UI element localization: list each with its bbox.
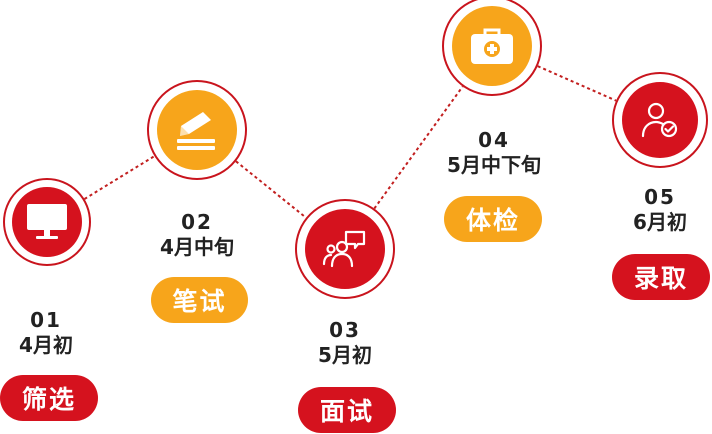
step-5-number: 05 (644, 185, 676, 209)
step-4-number: 04 (478, 128, 510, 152)
step-5-node (612, 72, 708, 168)
step-4-info: 04 5月中下旬 (414, 128, 574, 178)
step-3-date: 5月初 (318, 343, 372, 367)
step-4-node (442, 0, 542, 96)
pen-writing-icon (177, 112, 215, 150)
step-2-label-badge: 笔试 (151, 277, 248, 323)
step-1-label-badge: 筛选 (0, 375, 98, 421)
step-2-info: 02 4月中旬 (117, 210, 277, 260)
step-2-node (147, 80, 247, 180)
step-4-core (452, 6, 532, 86)
step-5-date: 6月初 (633, 210, 687, 234)
step-4-date: 5月中下旬 (447, 153, 541, 177)
connector-1-2 (83, 155, 155, 200)
step-3-info: 03 5月初 (265, 318, 425, 368)
step-5-label-badge: 录取 (612, 254, 710, 300)
group-chat-icon (322, 230, 366, 268)
user-check-icon (641, 102, 678, 138)
step-1-node (3, 178, 91, 266)
step-1-number: 01 (30, 308, 62, 332)
connector-4-5 (537, 65, 617, 102)
step-2-number: 02 (181, 210, 213, 234)
connector-2-3 (235, 160, 307, 219)
step-1-date: 4月初 (19, 333, 73, 357)
step-5-core (622, 82, 698, 158)
step-4-label-badge: 体检 (444, 196, 542, 242)
monitor-icon (27, 204, 67, 239)
step-1-info: 01 4月初 (0, 308, 126, 358)
step-5-info: 05 6月初 (580, 185, 712, 235)
step-1-core (12, 187, 82, 257)
step-2-date: 4月中旬 (160, 235, 234, 259)
step-2-core (157, 90, 237, 170)
medical-kit-icon (471, 28, 513, 64)
step-3-number: 03 (329, 318, 361, 342)
step-3-node (295, 199, 395, 299)
step-3-label-badge: 面试 (298, 387, 396, 433)
connector-3-4 (373, 85, 464, 210)
step-3-core (305, 209, 385, 289)
